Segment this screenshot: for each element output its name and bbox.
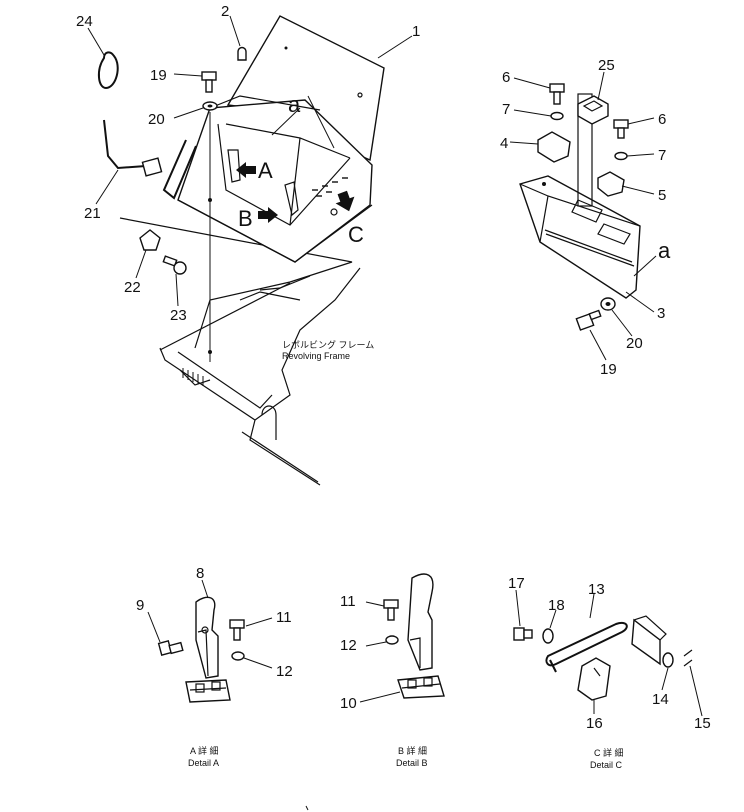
part-2-cap [237,46,247,61]
revolving-frame [119,217,361,486]
part-12-washer-b [385,635,399,645]
part-7-washer-left [550,111,564,121]
label-22: 22 [124,279,141,296]
part-5-clip [597,171,625,197]
label-13: 13 [588,581,605,598]
label-arrow-b: B [238,206,253,231]
caption-detail-a-jp: A 詳 細 [190,745,219,756]
label-11-b: 11 [340,593,356,610]
part-13-rod [545,622,628,667]
label-24: 24 [76,13,93,30]
part-4-bracket [537,131,571,163]
part-14-washer [662,652,674,668]
part-11-bolt-b [383,599,399,621]
battery-box [162,15,385,263]
part-21-cable [103,119,147,170]
part-16-plate [577,657,611,701]
part-19-bolt [201,71,217,93]
label-arrow-a: A [258,158,273,183]
label-19-a: 19 [150,67,167,84]
bracket-assembly [519,93,641,299]
label-11-a: 11 [276,609,292,626]
label-6-left: 6 [502,69,510,86]
caption-detail-a-en: Detail A [188,758,219,768]
arrow-a-icon [236,162,256,178]
detail-b-group [359,573,445,703]
label-12-b: 12 [340,637,357,654]
part-22-clip [139,229,161,251]
label-8: 8 [196,565,204,582]
label-10: 10 [340,695,357,712]
arrow-c-icon [335,190,355,212]
label-18: 18 [548,597,565,614]
detail-c-group [513,589,703,717]
label-14: 14 [652,691,669,708]
label-5: 5 [658,187,666,204]
label-a-side: a [658,238,671,263]
part-labels: 1 2 3 4 5 6 6 7 7 8 9 10 11 11 12 12 13 … [76,3,711,732]
view-arrows [236,162,355,223]
label-9: 9 [136,597,144,614]
part-6-bolt-left [549,83,565,105]
part-25-pad [577,95,609,125]
part-18-washer [542,628,554,644]
label-3: 3 [657,305,665,322]
part-12-washer-a [231,651,245,661]
label-25: 25 [598,57,615,74]
label-arrow-c: C [348,222,364,247]
label-7-right: 7 [658,147,666,164]
caption-detail-b-en: Detail B [396,758,428,768]
arrow-b-icon [258,207,278,223]
label-12-a: 12 [276,663,293,680]
label-21: 21 [84,205,101,222]
label-15: 15 [694,715,711,732]
label-20-b: 20 [626,335,643,352]
caption-revolving-jp: レボルビング フレーム [282,339,374,350]
part-6-bolt-right [613,119,629,139]
label-17: 17 [508,575,525,592]
label-2: 2 [221,3,229,20]
captions: レボルビング フレーム Revolving Frame A 詳 細 Detail… [188,339,624,770]
label-20-a: 20 [148,111,165,128]
caption-detail-c-en: Detail C [590,760,623,770]
label-16: 16 [586,715,603,732]
part-15-pin [683,649,693,667]
part-11-bolt-a [229,619,245,641]
part-17-bolt [513,627,533,641]
label-a-main: a [288,92,301,117]
label-7-left: 7 [502,101,510,118]
part-19-bolt-right [575,309,602,331]
part-10-latch [407,573,434,671]
mount-hole [208,350,212,354]
part-8-latch [195,596,219,679]
detail-a-group [147,579,273,703]
caption-revolving-en: Revolving Frame [282,351,350,361]
caption-detail-c-jp: C 詳 細 [594,747,624,758]
label-4: 4 [500,135,508,152]
label-6-right: 6 [658,111,666,128]
label-19-b: 19 [600,361,617,378]
caption-detail-b-jp: B 詳 細 [398,745,427,756]
label-23: 23 [170,307,187,324]
label-1: 1 [412,23,420,40]
part-23-bolt [162,255,187,275]
part-24-ring [98,51,119,90]
part-7-washer-right [614,151,628,161]
